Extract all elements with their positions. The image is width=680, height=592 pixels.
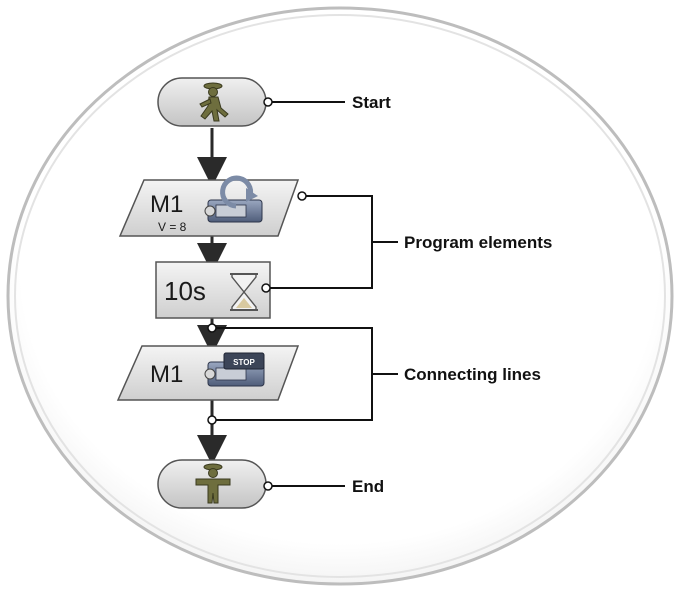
wait-time: 10s bbox=[164, 276, 206, 306]
label-start: Start bbox=[352, 93, 391, 112]
motor-stop-block: M1 STOP bbox=[116, 345, 300, 401]
motor-rotate-icon bbox=[204, 175, 263, 223]
label-program-elements: Program elements bbox=[404, 233, 552, 252]
walking-figure-icon bbox=[199, 82, 229, 122]
wait-block: 10s bbox=[155, 261, 271, 319]
hourglass-icon bbox=[230, 273, 258, 311]
motor-on-block: M1 V = 8 bbox=[118, 175, 300, 237]
callout-lines bbox=[212, 101, 398, 487]
label-end: End bbox=[352, 477, 384, 496]
start-block bbox=[157, 77, 267, 127]
motor-stop-icon: STOP bbox=[204, 352, 265, 387]
label-connecting-lines: Connecting lines bbox=[404, 365, 541, 384]
motor-on-name: M1 bbox=[150, 191, 183, 218]
stop-sign-text: STOP bbox=[233, 358, 255, 367]
diagram-frame bbox=[6, 6, 674, 586]
callout-endpoints bbox=[207, 97, 307, 491]
motor-on-speed: V = 8 bbox=[158, 220, 187, 234]
standing-figure-icon bbox=[195, 463, 231, 504]
end-block bbox=[157, 459, 267, 509]
motor-stop-name: M1 bbox=[150, 361, 183, 388]
diagram-frame-inner bbox=[14, 14, 666, 578]
